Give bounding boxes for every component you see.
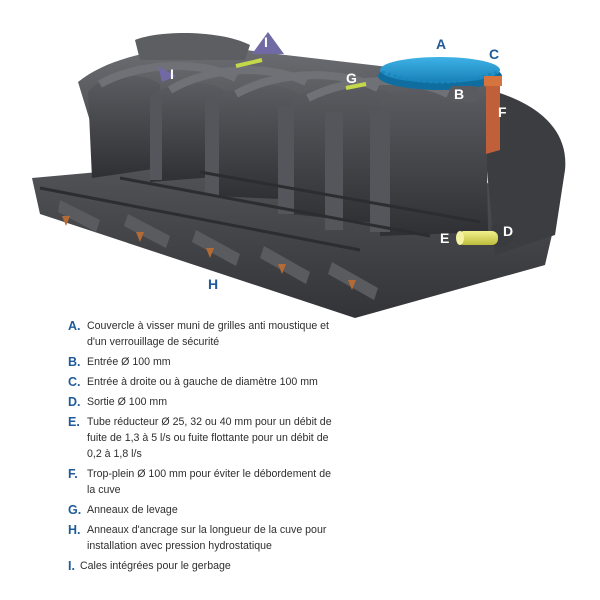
callout-h: H	[208, 276, 219, 292]
legend-text: Trop-plein Ø 100 mm pour éviter le débor…	[87, 468, 331, 496]
orange-foot-4	[278, 264, 286, 274]
legend-text: Sortie Ø 100 mm	[87, 396, 168, 408]
reducer-tube	[458, 231, 498, 245]
pillar-2	[205, 100, 219, 196]
legend-text: Couvercle à visser muni de grilles anti …	[87, 320, 330, 348]
callout-c: C	[489, 46, 500, 62]
tank-top-hump	[135, 33, 250, 60]
legend-item-c: C. Entrée à droite ou à gauche de diamèt…	[68, 374, 588, 390]
legend-letter: F.	[68, 467, 78, 481]
legend-item-g: G. Anneaux de levage	[68, 502, 588, 518]
callout-i-top: I	[264, 34, 268, 50]
floor-ridge-3	[199, 170, 481, 224]
compartment-5	[380, 88, 488, 236]
tank-illustration	[32, 32, 566, 318]
legend-letter: H.	[68, 523, 81, 537]
lid-teeth	[381, 70, 499, 84]
pillar-1	[150, 96, 162, 180]
legend-text: Entrée à droite ou à gauche de diamètre …	[87, 376, 318, 388]
legend-item-i: I. Cales intégrées pour le gerbage	[68, 558, 588, 574]
legend-item-h: H. Anneaux d'ancrage sur la longueur de …	[68, 522, 588, 554]
callout-b: B	[454, 86, 465, 102]
anchor-rib-3	[192, 230, 240, 266]
floor-ridge-2	[119, 176, 431, 238]
callout-d: D	[503, 223, 514, 239]
callout-a: A	[436, 36, 447, 52]
legend-letter: B.	[68, 355, 81, 369]
inlet-c	[484, 76, 502, 86]
legend-text: Tube réducteur Ø 25, 32 ou 40 mm pour un…	[87, 416, 332, 460]
callout-f: F	[498, 104, 507, 120]
legend-text: Anneaux de levage	[87, 504, 178, 516]
legend-item-d: D. Sortie Ø 100 mm	[68, 394, 588, 410]
legend-letter: D.	[68, 395, 81, 409]
pillar-4	[325, 112, 343, 230]
stacking-wedge-top	[252, 32, 284, 54]
lifting-ring-1	[235, 58, 263, 68]
floor-ridge-1	[39, 186, 361, 252]
compartment-1	[88, 75, 160, 178]
reducer-tube-end	[456, 231, 464, 245]
orange-foot-2	[136, 232, 144, 242]
legend-text: Cales intégrées pour le gerbage	[80, 560, 231, 572]
legend-item-b: B. Entrée Ø 100 mm	[68, 354, 588, 370]
pillar-3	[278, 106, 294, 214]
legend-item-e: E. Tube réducteur Ø 25, 32 ou 40 mm pour…	[68, 414, 588, 462]
anchor-rib-2	[124, 214, 170, 248]
legend-text: Anneaux d'ancrage sur la longueur de la …	[87, 524, 327, 552]
orange-foot-1	[62, 216, 70, 226]
orange-foot-5	[348, 280, 356, 290]
orange-foot-3	[206, 248, 214, 258]
overflow-pipe	[486, 80, 500, 154]
legend-letter: A.	[68, 319, 81, 333]
pillar-5	[370, 110, 390, 232]
legend: A. Couvercle à visser muni de grilles an…	[68, 318, 588, 578]
stacking-wedge-left	[158, 66, 176, 82]
lid-cover	[380, 57, 500, 83]
callout-e: E	[440, 230, 450, 246]
inlet-b	[450, 86, 478, 102]
callout-g: G	[346, 70, 357, 86]
anchor-rib-1	[58, 200, 100, 232]
lifting-ring-2	[345, 82, 367, 90]
legend-letter: I.	[68, 559, 75, 573]
callout-i-left: I	[170, 66, 174, 82]
legend-text: Entrée Ø 100 mm	[87, 356, 171, 368]
legend-letter: C.	[68, 375, 81, 389]
legend-letter: E.	[68, 415, 80, 429]
legend-item-a: A. Couvercle à visser muni de grilles an…	[68, 318, 588, 350]
legend-item-f: F. Trop-plein Ø 100 mm pour éviter le dé…	[68, 466, 588, 498]
legend-letter: G.	[68, 503, 82, 517]
